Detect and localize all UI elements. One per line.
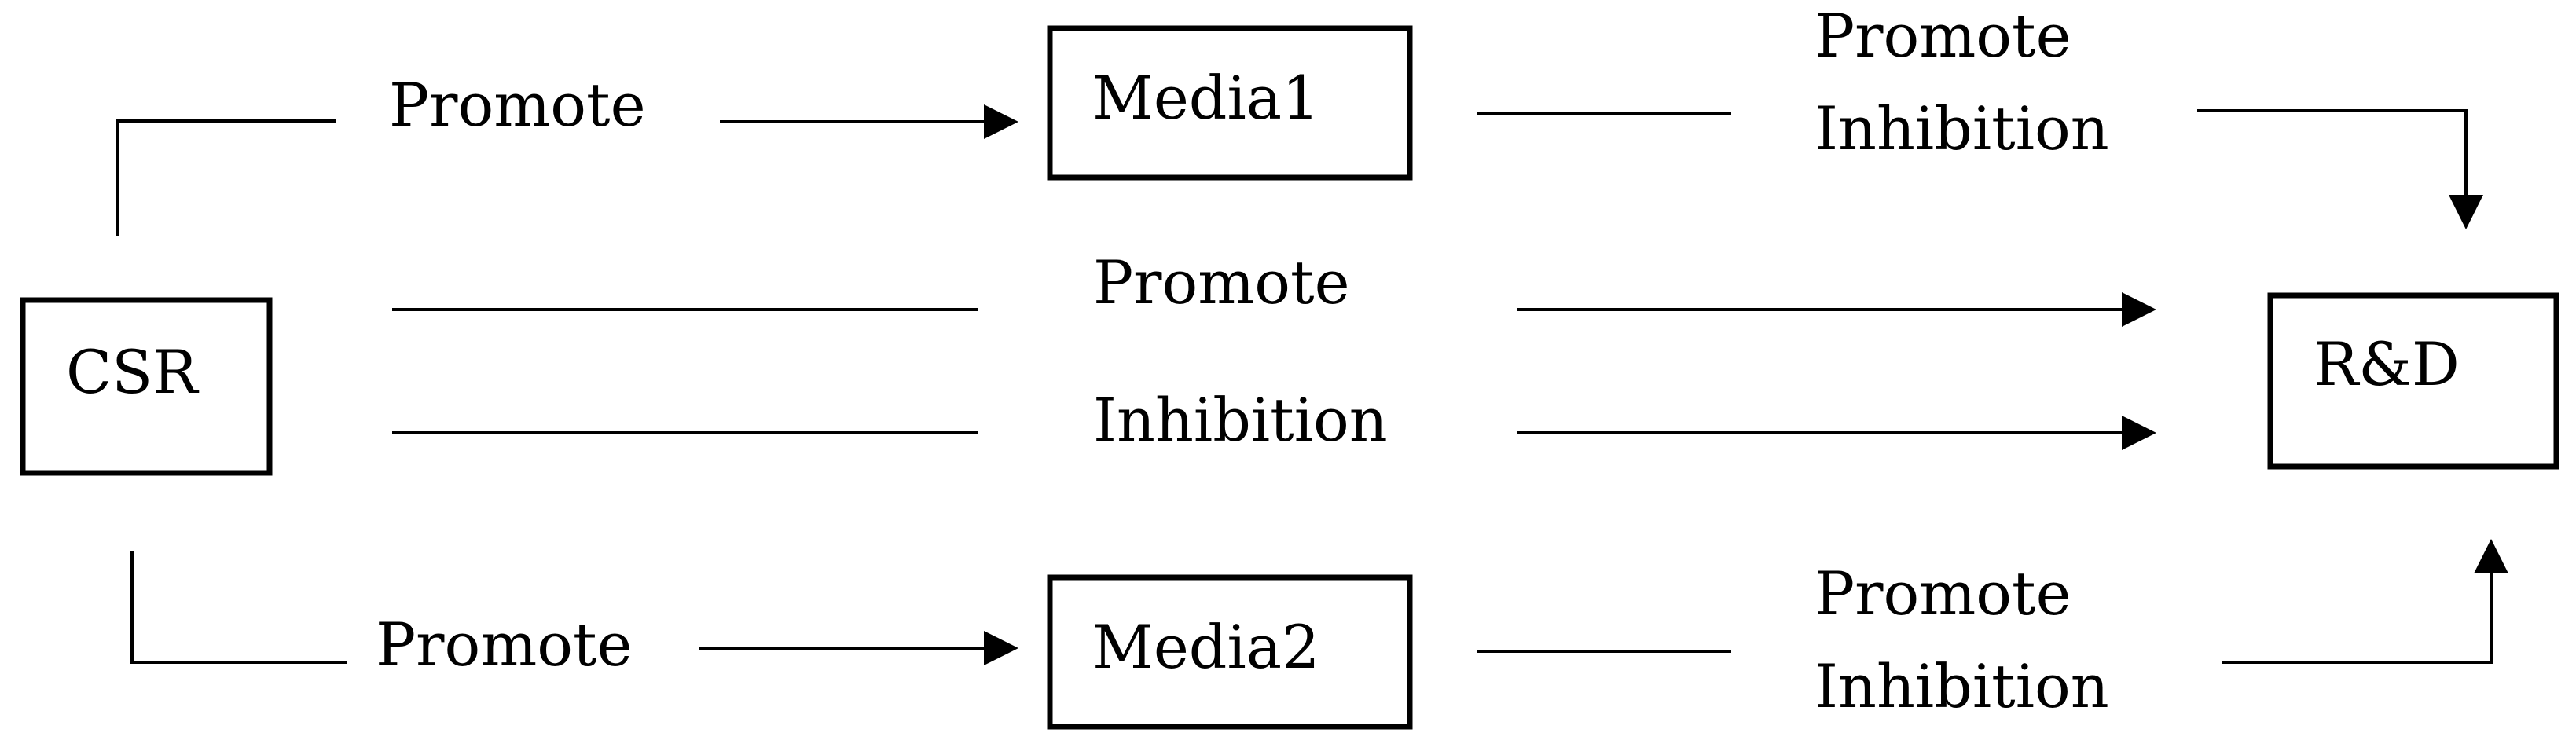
edge-csr-to-media1-arrowhead — [984, 104, 1018, 139]
edge-csr-to-rd-promote: Promote — [392, 247, 2156, 327]
rd-node-label: R&D — [2314, 329, 2460, 399]
media1-node: Media1 — [1047, 25, 1413, 181]
edge-csr-to-media2-label: Promote — [376, 610, 633, 680]
edge-media2-to-rd: Promote Inhibition — [1477, 539, 2508, 721]
edge-csr-to-media1-elbow — [116, 119, 336, 236]
edge-csr-to-rd-inhibition-label: Inhibition — [1093, 385, 1388, 455]
edge-media1-to-rd-label-inhibition: Inhibition — [1815, 93, 2109, 163]
rd-node: R&D — [2267, 292, 2559, 470]
edge-csr-to-rd-inhibition-arrowhead — [2122, 416, 2156, 450]
media2-node: Media2 — [1047, 574, 1413, 730]
csr-node-label: CSR — [66, 337, 200, 407]
edge-media2-to-rd-elbow — [2222, 567, 2493, 664]
edge-media2-to-rd-label-promote: Promote — [1815, 559, 2071, 628]
edge-csr-to-media1-label: Promote — [389, 70, 646, 140]
edge-media1-to-rd-elbow — [2197, 109, 2468, 201]
edge-csr-to-media2: Promote — [130, 551, 1018, 680]
edge-csr-to-media2-arrowhead — [984, 631, 1018, 665]
edge-csr-to-media1: Promote — [116, 70, 1018, 236]
edge-csr-to-rd-promote-label: Promote — [1093, 247, 1350, 317]
csr-node: CSR — [20, 297, 273, 476]
media2-node-label: Media2 — [1092, 612, 1319, 682]
edge-csr-to-media2-shaft — [699, 647, 993, 650]
edge-csr-to-media2-elbow — [130, 551, 347, 664]
edge-media1-to-rd-label-promote: Promote — [1815, 1, 2071, 71]
media1-node-label: Media1 — [1092, 63, 1319, 133]
edge-csr-to-rd-inhibition: Inhibition — [392, 385, 2156, 455]
edge-csr-to-rd-promote-arrowhead — [2122, 292, 2156, 327]
edge-media1-to-rd: Promote Inhibition — [1477, 1, 2483, 229]
edge-media2-to-rd-arrowhead — [2474, 539, 2508, 573]
edge-media1-to-rd-arrowhead — [2449, 195, 2483, 229]
edge-media2-to-rd-label-inhibition: Inhibition — [1815, 651, 2109, 721]
